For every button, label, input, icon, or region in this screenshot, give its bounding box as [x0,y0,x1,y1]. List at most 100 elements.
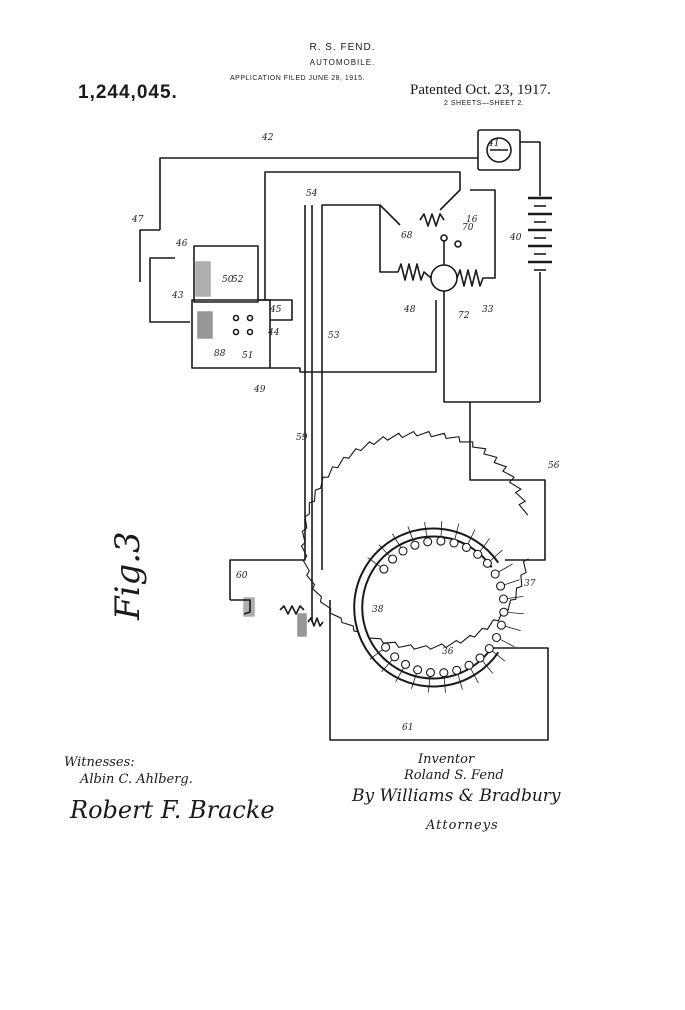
contact-button [461,542,471,552]
sheet-indicator: 2 SHEETS—SHEET 2. [444,100,525,107]
resistor-lead [395,667,404,683]
reference-numeral: 50 [222,275,234,285]
attorney-signature: By Williams & Bradbury [352,786,561,806]
contact-button [410,540,420,550]
resistor-lead [369,649,383,660]
contact-button [464,660,474,670]
reference-numeral: 60 [236,571,248,581]
wire-47 [139,229,160,282]
resistor-lead [392,533,402,548]
resistor-lead [427,676,431,693]
wire-53 [229,205,306,600]
reference-numeral: 72 [458,311,470,321]
reference-numeral: 61 [402,723,413,733]
resistor-lead [507,596,524,599]
contact-button [425,668,436,678]
reference-numeral: 88 [214,349,226,359]
reference-numeral: 54 [306,189,318,199]
resistor-lead [470,668,479,684]
wire-54 [264,171,461,300]
reference-numeral: 41 [487,139,499,149]
controller-rheostat [300,430,529,693]
contact-button [496,581,506,591]
spring [279,605,305,615]
contact-button [452,665,462,675]
contact-button [381,642,391,652]
resistor-lead [454,523,460,540]
reference-numeral: 36 [442,647,454,657]
resistor-lead [407,526,414,542]
contact-button [498,594,509,604]
wire-56 [469,402,546,561]
resistor-lead [482,660,494,674]
patent-number: 1,244,045. [78,82,178,103]
patent-date: Patented Oct. 23, 1917. [410,82,551,98]
resistor-lead [367,557,381,568]
witnesses-label: Witnesses: [64,755,135,770]
contact-button [398,546,408,556]
reference-numeral: 45 [269,305,282,315]
contact-button [436,536,446,546]
reference-numeral: 70 [462,223,474,233]
reference-numeral: 48 [403,305,416,315]
indicator-41 [477,129,521,171]
relay-46 [193,245,259,303]
coil-68 [419,213,445,227]
witness-signature-1: Albin C. Ahlberg. [80,772,193,787]
wire-61 [329,600,549,741]
wire-41 [520,141,541,180]
resistor-lead [443,676,446,693]
contact-button [490,569,500,579]
resistor-lead [499,638,515,648]
inventor-label: Inventor [418,752,475,767]
reference-numeral: 51 [242,351,253,361]
switch-60 [230,599,251,615]
contact-button [499,607,509,617]
reference-numeral: 16 [466,215,478,225]
patent-header-title: AUTOMOBILE. [309,58,376,67]
wiring [139,129,552,741]
coil-48 [379,205,432,281]
resistor-lead [504,579,520,586]
inventor-signature: Roland S. Fend [404,768,504,783]
contact-button [388,554,398,564]
resistor-lead [457,674,463,690]
resistor-lead [411,673,417,689]
witness-signature-2: Robert F. Bracke [70,796,275,824]
reference-numeral: 40 [509,233,522,243]
attorneys-label: Attorneys [426,818,499,833]
resistor-lead [498,563,513,573]
contact-button [491,632,502,643]
reference-numeral: 44 [267,328,280,338]
contact-button [413,665,423,675]
contact-buttons [367,521,524,693]
reference-numeral: 53 [328,331,340,341]
reference-numeral: 42 [261,133,274,143]
reference-numeral: 52 [232,275,244,285]
reference-numeral: 37 [524,579,536,589]
contact-button [390,652,400,662]
resistor-lead [492,650,506,662]
contact-button [449,538,459,548]
reference-numeral: 33 [482,305,494,315]
resistor-lead [479,538,491,552]
resistor-lead [505,625,521,632]
contact-button [482,558,492,568]
wire-49 [270,300,437,373]
reference-numeral: 46 [175,239,188,249]
resistor-lead [440,521,443,538]
contact-button [379,564,389,574]
reference-numeral: 38 [372,605,384,615]
resistor-lead [378,544,391,557]
contact-button [473,549,483,559]
contact-button [400,659,411,669]
reference-numeral: 43 [171,291,184,301]
resistor-lead [424,521,428,538]
contact-button [439,668,449,678]
reference-numeral: 47 [131,215,144,225]
motor-72 [430,264,458,292]
reference-numeral: 68 [401,231,413,241]
figure-label: Fig.3 [108,531,148,620]
